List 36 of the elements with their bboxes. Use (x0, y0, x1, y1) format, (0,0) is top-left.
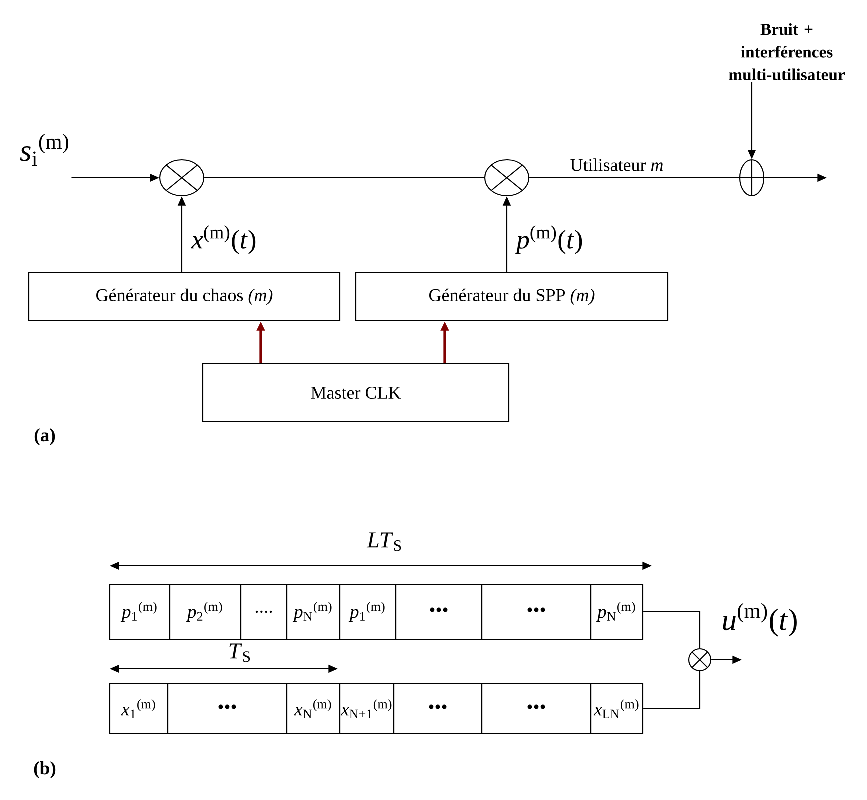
cell: ••• (395, 584, 483, 640)
panel-label: (b) (34, 762, 56, 778)
signal-label: s$_{i}$(m) (20, 134, 69, 166)
edge-label: x$^{(m)}$(t) (191, 226, 256, 254)
cell: p$_{2}$(m) (169, 584, 242, 640)
panel-label: (a) (34, 428, 56, 446)
cell: p$_{1}$(m) (109, 584, 171, 640)
cell: x$_{N}$(m) (286, 683, 341, 735)
multiplier-symbol (159, 159, 205, 197)
cell: p$_{N}$(m) (590, 584, 644, 640)
edge-label: p$^{(m)}$(t) (515, 226, 582, 254)
cell: ••• (481, 584, 592, 640)
multiplier-symbol (484, 159, 530, 197)
adder-symbol (739, 159, 765, 197)
cell: x$_{N+1}$(m) (339, 683, 395, 735)
cell: p$_{1}$(m) (339, 584, 397, 640)
dimension-label: LT$_{S}$ (366, 532, 402, 552)
block-box: Master CLK (202, 363, 510, 423)
cell: .... (240, 584, 288, 640)
cell: p$_{N}$(m) (286, 584, 341, 640)
connector-line (644, 672, 701, 710)
signal-label: u$^{(m)}$(t) (723, 603, 797, 637)
cell: ••• (481, 683, 592, 735)
connector-line (530, 177, 740, 179)
connector-line (644, 611, 701, 648)
block-box: Générateur du chaos (m) (28, 272, 341, 322)
cell: ••• (393, 683, 483, 735)
cell: x$_{1}$(m) (109, 683, 169, 735)
multiplier-symbol (688, 648, 712, 672)
cell: x$_{LN}$(m) (590, 683, 644, 735)
edge-label: Utilisateur m (570, 158, 663, 172)
cell: ••• (167, 683, 288, 735)
block-box: Générateur du SPP (m) (355, 272, 669, 322)
connector-line (204, 177, 484, 179)
dimension-label: T$_{S}$ (230, 644, 250, 662)
signal-label: Bruit + interférences multi-utilisateur (729, 23, 845, 81)
